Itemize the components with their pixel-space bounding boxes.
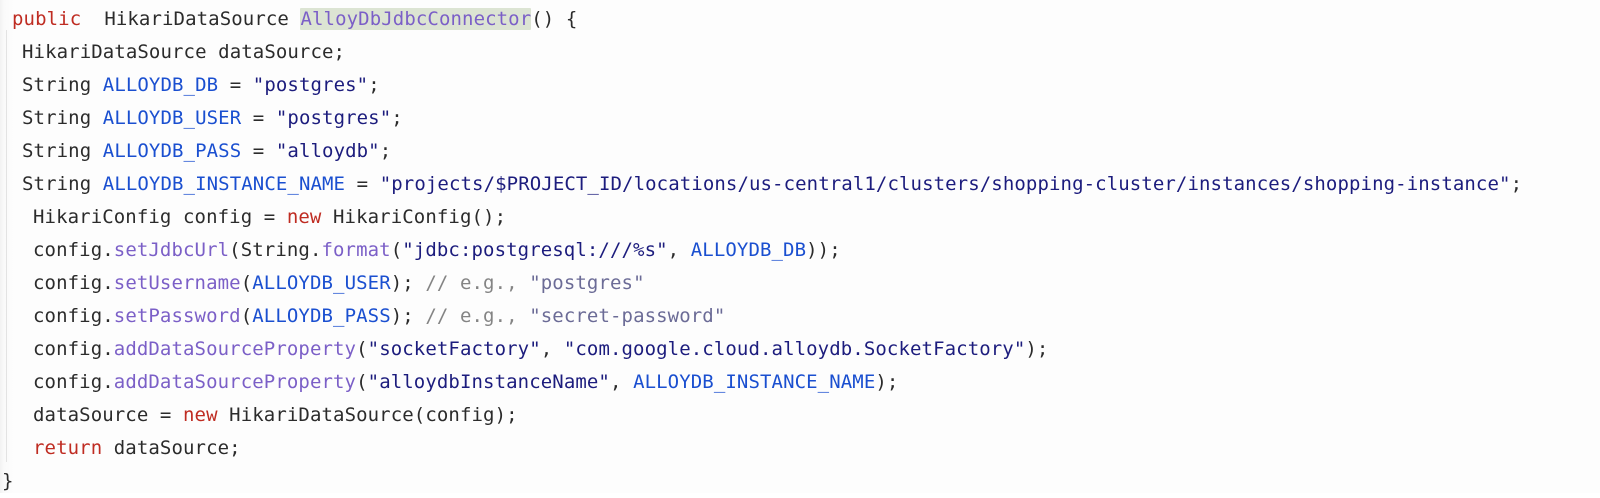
code-token-comment-string: "secret-password" (529, 305, 726, 327)
code-token-plain: (String. (229, 239, 322, 261)
code-token-plain: String (22, 140, 103, 162)
code-token-ident: ALLOYDB_INSTANCE_NAME (633, 371, 876, 393)
code-token-ident: ALLOYDB_PASS (102, 140, 242, 162)
code-token-plain: ( (356, 371, 368, 393)
code-token-ident: ALLOYDB_PASS (252, 305, 391, 327)
code-line: config.addDataSourceProperty("socketFact… (0, 333, 1600, 366)
code-token-plain: () { (531, 8, 578, 30)
code-token-comment: // e.g., (425, 305, 530, 327)
code-line: String ALLOYDB_PASS = "alloydb"; (0, 135, 1600, 168)
code-token-plain: , (667, 239, 691, 261)
code-token-plain (81, 8, 104, 30)
code-token-plain: )); (806, 239, 841, 261)
code-token-plain: HikariConfig config = (33, 206, 287, 228)
code-token-plain: = (345, 173, 380, 195)
code-line: } (0, 465, 1600, 498)
code-token-ident: ALLOYDB_DB (102, 74, 219, 96)
code-token-method: format (321, 239, 391, 261)
code-token-plain: HikariConfig(); (321, 206, 507, 228)
code-token-string: "postgres" (275, 107, 392, 129)
code-token-plain: ( (390, 239, 403, 261)
code-token-plain: ); (390, 305, 426, 327)
code-line: config.setPassword(ALLOYDB_PASS); // e.g… (0, 300, 1600, 333)
code-token-plain: String (22, 107, 103, 129)
code-token-plain: ); (875, 371, 899, 393)
code-line: HikariConfig config = new HikariConfig()… (0, 201, 1600, 234)
code-token-plain: = (218, 74, 253, 96)
code-token-plain: String (22, 74, 103, 96)
code-token-comment: // e.g., (425, 272, 530, 294)
code-token-keyword: new (183, 404, 218, 426)
code-token-keyword: new (286, 206, 322, 228)
code-token-plain: config. (33, 272, 114, 294)
code-line: config.setUsername(ALLOYDB_USER); // e.g… (0, 267, 1600, 300)
code-token-plain: ); (1025, 338, 1049, 360)
code-token-ident: ALLOYDB_USER (252, 272, 391, 294)
indent-guide (6, 30, 7, 462)
code-token-plain: ); (390, 272, 426, 294)
code-token-plain: ; (379, 140, 392, 162)
code-line: String ALLOYDB_INSTANCE_NAME = "projects… (0, 168, 1600, 201)
code-token-method: setPassword (113, 305, 241, 327)
code-token-plain: config. (33, 338, 114, 360)
code-token-plain: config. (33, 239, 114, 261)
code-token-method: addDataSourceProperty (113, 371, 357, 393)
code-token-plain: ( (240, 272, 253, 294)
code-token-plain: = (241, 140, 276, 162)
code-token-plain: HikariDataSource dataSource; (22, 41, 346, 63)
code-token-method: setUsername (113, 272, 241, 294)
code-token-string: "jdbc:postgresql:///%s" (402, 239, 668, 261)
code-token-plain: ( (240, 305, 253, 327)
code-token-comment-string: "postgres" (529, 272, 645, 294)
code-token-plain: config. (33, 305, 114, 327)
code-token-keyword: return (33, 437, 103, 459)
code-token-plain: ; (391, 107, 403, 129)
code-line: public HikariDataSource AlloyDbJdbcConne… (0, 3, 1600, 36)
code-token-plain: config. (33, 371, 114, 393)
code-token-ident: ALLOYDB_INSTANCE_NAME (102, 173, 346, 195)
code-token-plain: ; (1510, 173, 1523, 195)
code-token-string: "projects/$PROJECT_ID/locations/us-centr… (379, 173, 1511, 195)
code-token-string: "alloydb" (275, 140, 380, 162)
code-token-string: "com.google.cloud.alloydb.SocketFactory" (563, 338, 1026, 360)
code-line: config.addDataSourceProperty("alloydbIns… (0, 366, 1600, 399)
code-token-string: "alloydbInstanceName" (367, 371, 610, 393)
code-token-plain: HikariDataSource (104, 8, 301, 30)
code-line: dataSource = new HikariDataSource(config… (0, 399, 1600, 432)
code-token-ident: ALLOYDB_USER (102, 107, 242, 129)
code-line: String ALLOYDB_USER = "postgres"; (0, 102, 1600, 135)
code-token-plain: ( (356, 338, 368, 360)
code-line: String ALLOYDB_DB = "postgres"; (0, 69, 1600, 102)
code-line: config.setJdbcUrl(String.format("jdbc:po… (0, 234, 1600, 267)
code-token-highlight: AlloyDbJdbcConnector (300, 8, 532, 30)
code-token-method: setJdbcUrl (113, 239, 230, 261)
code-token-ident: ALLOYDB_DB (690, 239, 807, 261)
code-token-plain: , (609, 371, 634, 393)
code-token-method: addDataSourceProperty (113, 338, 357, 360)
code-line: HikariDataSource dataSource; (0, 36, 1600, 69)
code-token-plain: String (22, 173, 103, 195)
code-token-plain: dataSource; (102, 437, 241, 459)
code-token-string: "socketFactory" (367, 338, 541, 360)
code-token-keyword: public (12, 8, 82, 30)
code-token-plain: HikariDataSource(config); (217, 404, 518, 426)
code-token-string: "postgres" (252, 74, 369, 96)
code-token-plain: dataSource = (33, 404, 184, 426)
code-line: return dataSource; (0, 432, 1600, 465)
code-token-plain: = (241, 107, 276, 129)
code-token-plain: , (540, 338, 564, 360)
code-token-plain: ; (368, 74, 380, 96)
code-token-plain: } (2, 470, 14, 492)
